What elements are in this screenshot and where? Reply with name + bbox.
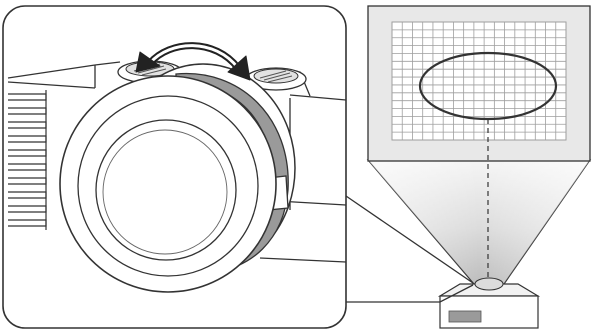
- projection-view-panel: [366, 5, 592, 329]
- lens-closeup-panel: [2, 5, 347, 329]
- lens-front: [59, 75, 277, 293]
- rotate-arrow-icon: [135, 42, 251, 81]
- callout-lines: [345, 195, 474, 303]
- projector-unit-icon: [437, 277, 541, 329]
- vent-grille: [8, 90, 47, 230]
- projected-image: [392, 22, 566, 140]
